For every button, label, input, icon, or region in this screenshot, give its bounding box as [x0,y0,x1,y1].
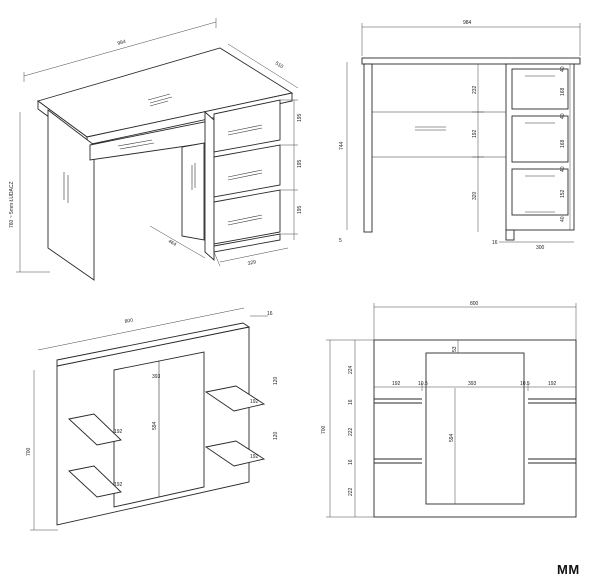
shelf-front-inner-height: 594 [449,433,455,442]
shelf-iso-inner-width: 393 [152,374,161,380]
desk-front-right-height-7: 40 [560,216,566,222]
shelf-iso-right-lower-depth: 192 [250,454,259,460]
desk-front-left-height-2: 192 [472,129,478,138]
shelf-front-width-left-shelf: 192 [392,381,401,387]
desk-front-width-label: 984 [463,20,472,26]
shelf-front-left-height-4: 16 [348,459,354,465]
shelf-front-width-label: 800 [470,301,479,307]
shelf-iso-thickness-label: 16 [267,311,273,317]
shelf-iso-right-upper-depth: 192 [250,399,259,405]
desk-iso-depth-label: 510 [274,61,284,71]
shelf-front-left-height-3: 222 [348,427,354,436]
shelf-iso-shelf-right-upper [204,385,266,412]
shelf-front-mirror [425,352,525,505]
shelf-iso-left-upper-depth: 192 [114,429,123,435]
shelf-front-height-label: 700 [321,425,327,434]
desk-iso-drawer-3-height: 195 [297,205,303,214]
desk-front-left-leg [363,63,373,233]
desk-isometric-view: 984 510 760 ~ 5mm ŁUDACZ 195 195 195 464… [9,18,303,281]
desk-front-left-height-1: 232 [472,85,478,94]
shelf-iso-height-label: 700 [26,447,32,456]
desk-front-view: 984 744 5 232 192 320 40 168 40 168 40 1… [339,20,581,251]
desk-drawer-3 [213,189,281,245]
desk-front-total-height: 744 [339,141,345,150]
desk-front-right-height-1: 40 [560,66,566,72]
desk-front-right-height-3: 40 [560,113,566,119]
shelf-iso-shelf-right-lower [204,440,266,467]
brand-logo: MM [557,562,580,577]
desk-drawer-2 [213,144,281,198]
shelf-front-width-left-gap: 10.5 [418,381,428,387]
desk-front-drawer-3 [511,168,569,216]
shelf-iso-right-upper-width: 120 [273,376,279,385]
shelf-iso-inner-height: 594 [152,421,158,430]
shelf-front-view: 800 700 53 594 224 16 222 16 222 192 10.… [321,301,577,518]
shelf-iso-shelf-left-upper [68,413,122,446]
shelf-front-top-gap: 53 [452,346,458,352]
shelf-front-left-height-1: 224 [348,365,354,374]
desk-front-right-height-2: 168 [560,87,566,96]
desk-front-gap: 5 [339,238,342,244]
shelf-isometric-view: 800 16 700 393 594 192 192 192 192 120 1… [26,307,279,531]
desk-iso-drawer-2-height: 195 [297,159,303,168]
desk-iso-knee-depth: 464 [167,239,177,248]
shelf-iso-right-lower-width: 120 [273,431,279,440]
desk-cabinet-plinth [213,233,281,253]
desk-front-right-height-4: 168 [560,139,566,148]
desk-iso-height-label: 760 ~ 5mm ŁUDACZ [9,181,15,228]
shelf-front-left-height-2: 16 [348,399,354,405]
desk-front-right-height-5: 40 [560,166,566,172]
desk-front-top [361,57,581,65]
shelf-front-left-height-5: 222 [348,487,354,496]
desk-front-panel: 16 [492,240,498,246]
desk-front-right-leg [505,229,515,241]
desk-front-cabinet-width: 300 [536,245,545,251]
desk-drawer-1 [213,99,281,153]
desk-front-drawer-1 [511,68,569,110]
desk-front-right-height-6: 152 [560,189,566,198]
shelf-front-width-right-shelf: 192 [548,381,557,387]
desk-inner-panel [181,142,205,241]
shelf-iso-top-edge [56,322,251,367]
shelf-front-width-right-gap: 10.5 [520,381,530,387]
desk-front-drawer-2 [511,115,569,163]
desk-iso-width-label: 984 [117,39,127,47]
shelf-iso-shelf-left-lower [68,465,122,498]
desk-left-panel [47,109,95,281]
shelf-iso-width-label: 800 [124,317,134,325]
shelf-front-width-mirror: 393 [468,381,477,387]
shelf-iso-left-lower-depth: 192 [114,482,123,488]
desk-front-left-height-3: 320 [472,191,478,200]
desk-cabinet-side [204,110,215,262]
desk-iso-cabinet-width: 329 [247,259,257,267]
desk-iso-drawer-1-height: 195 [297,113,303,122]
